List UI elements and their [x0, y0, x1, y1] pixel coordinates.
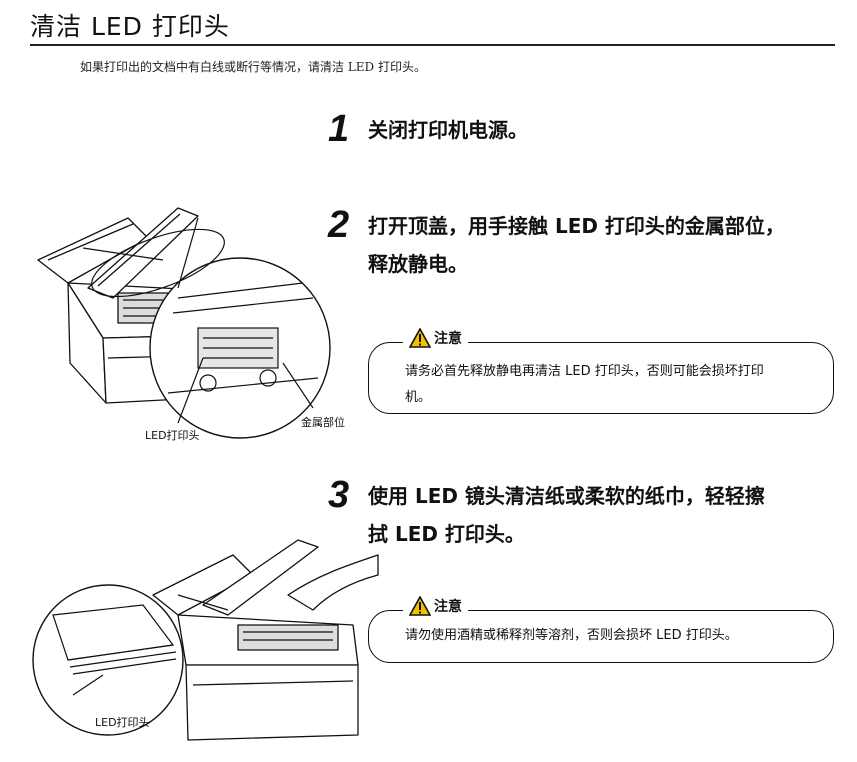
callout-led-head-1: LED打印头 [145, 429, 200, 442]
printer-cleaning-illustration [32, 539, 379, 741]
caution-label-2: 注意 [434, 599, 462, 615]
caution-header-1: 注意 [403, 328, 468, 348]
step-1-number: 1 [328, 108, 350, 150]
warning-icon [409, 596, 431, 616]
step-1-line1: 关闭打印机电源。 [368, 118, 528, 142]
caution-1-line1: 请务必首先释放静电再清洁 LED 打印头，否则可能会损坏打印 [405, 364, 764, 379]
caution-text-2: 请勿使用酒精或稀释剂等溶剂，否则会损坏 LED 打印头。 [405, 623, 738, 649]
step-3-number: 3 [328, 474, 350, 516]
caution-text-1: 请务必首先释放静电再清洁 LED 打印头，否则可能会损坏打印 机。 [405, 359, 764, 411]
step-3-line2: 拭 LED 打印头。 [368, 522, 525, 546]
title-rule [30, 44, 835, 46]
step-3-line1: 使用 LED 镜头清洁纸或柔软的纸巾，轻轻擦 [368, 484, 765, 508]
step-1-text: 关闭打印机电源。 [368, 111, 528, 149]
intro-text: 如果打印出的文档中有白线或断行等情况，请清洁 LED 打印头。 [80, 60, 426, 74]
callout-led-head-2: LED打印头 [95, 716, 150, 729]
printer-open-cover-illustration [37, 207, 331, 439]
step-2-text: 打开顶盖，用手接触 LED 打印头的金属部位， 释放静电。 [368, 207, 785, 283]
caution-1-line2: 机。 [405, 390, 432, 405]
caution-label-1: 注意 [434, 331, 462, 347]
callout-metal-part: 金属部位 [301, 416, 345, 429]
caution-header-2: 注意 [403, 596, 468, 616]
step-2-line2: 释放静电。 [368, 252, 468, 276]
step-3-text: 使用 LED 镜头清洁纸或柔软的纸巾，轻轻擦 拭 LED 打印头。 [368, 477, 765, 553]
caution-box-1: 注意 请务必首先释放静电再清洁 LED 打印头，否则可能会损坏打印 机。 [368, 328, 834, 414]
page-title: 清洁 LED 打印头 [30, 12, 230, 41]
caution-box-2: 注意 请勿使用酒精或稀释剂等溶剂，否则会损坏 LED 打印头。 [368, 596, 834, 663]
warning-icon [409, 328, 431, 348]
caution-2-line1: 请勿使用酒精或稀释剂等溶剂，否则会损坏 LED 打印头。 [405, 628, 738, 643]
step-2-number: 2 [328, 204, 350, 246]
step-2-line1: 打开顶盖，用手接触 LED 打印头的金属部位， [368, 214, 785, 238]
